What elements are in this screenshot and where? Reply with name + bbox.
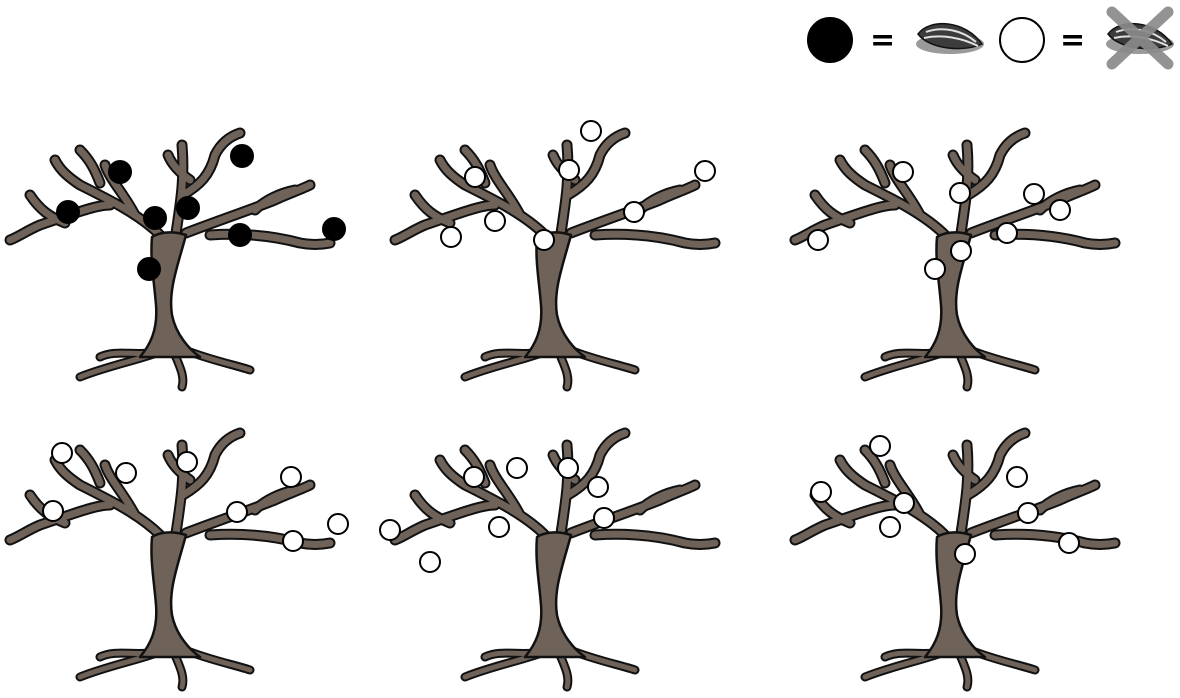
tree-6: [795, 433, 1115, 687]
tree-4-dots: [42, 442, 349, 552]
hollow-dot: [1023, 183, 1045, 205]
hollow-dot: [558, 159, 580, 181]
hollow-dot: [954, 543, 976, 565]
hollow-dot: [810, 481, 832, 503]
hollow-dot: [869, 435, 891, 457]
hollow-dot: [226, 501, 248, 523]
hollow-dot: [694, 160, 716, 182]
tree-3: [795, 133, 1115, 387]
hollow-dot: [419, 551, 441, 573]
tree-4: [10, 433, 349, 687]
hollow-dot: [42, 500, 64, 522]
filled-dot: [137, 257, 161, 281]
hollow-dot: [879, 516, 901, 538]
hollow-dot: [807, 229, 829, 251]
hollow-dot: [533, 229, 555, 251]
hollow-dot: [379, 519, 401, 541]
hollow-dot: [593, 507, 615, 529]
hollow-dot: [115, 462, 137, 484]
filled-dot: [230, 144, 254, 168]
filled-dot: [176, 196, 200, 220]
hollow-dot: [506, 457, 528, 479]
legend-equals-1: =: [870, 23, 895, 58]
crossed-out-seed-icon: [1105, 6, 1175, 70]
legend: = =: [807, 6, 1175, 70]
legend-filled-dot: [807, 17, 853, 63]
hollow-dot: [464, 166, 486, 188]
tree-2-dots: [440, 120, 716, 251]
legend-hollow-dot: [999, 17, 1045, 63]
hollow-dot: [280, 466, 302, 488]
hollow-dot: [327, 513, 349, 535]
hollow-dot: [51, 442, 73, 464]
hollow-dot: [924, 258, 946, 280]
hollow-dot: [484, 210, 506, 232]
hollow-dot: [1049, 199, 1071, 221]
hollow-dot: [1058, 532, 1080, 554]
hollow-dot: [949, 182, 971, 204]
tree-2: [395, 120, 716, 387]
legend-equals-2: =: [1060, 23, 1085, 58]
hollow-dot: [996, 222, 1018, 244]
seed-icon: [915, 22, 985, 55]
hollow-dot: [440, 226, 462, 248]
filled-dot: [322, 217, 346, 241]
hollow-dot: [463, 466, 485, 488]
tree-1-dots: [56, 144, 346, 281]
hollow-dot: [580, 120, 602, 142]
hollow-dot: [176, 451, 198, 473]
hollow-dot: [282, 530, 304, 552]
hollow-dot: [1017, 502, 1039, 524]
tree-3-dots: [807, 161, 1071, 280]
filled-dot: [108, 160, 132, 184]
hollow-dot: [1006, 466, 1028, 488]
tree-6-dots: [810, 435, 1080, 565]
hollow-dot: [587, 476, 609, 498]
tree-5: [379, 433, 715, 687]
hollow-dot: [623, 201, 645, 223]
hollow-dot: [892, 161, 914, 183]
hollow-dot: [950, 240, 972, 262]
filled-dot: [143, 206, 167, 230]
tree-5-dots: [379, 457, 615, 573]
filled-dot: [228, 223, 252, 247]
hollow-dot: [893, 492, 915, 514]
hollow-dot: [557, 457, 579, 479]
filled-dot: [56, 200, 80, 224]
hollow-dot: [488, 516, 510, 538]
tree-1: [10, 133, 346, 387]
